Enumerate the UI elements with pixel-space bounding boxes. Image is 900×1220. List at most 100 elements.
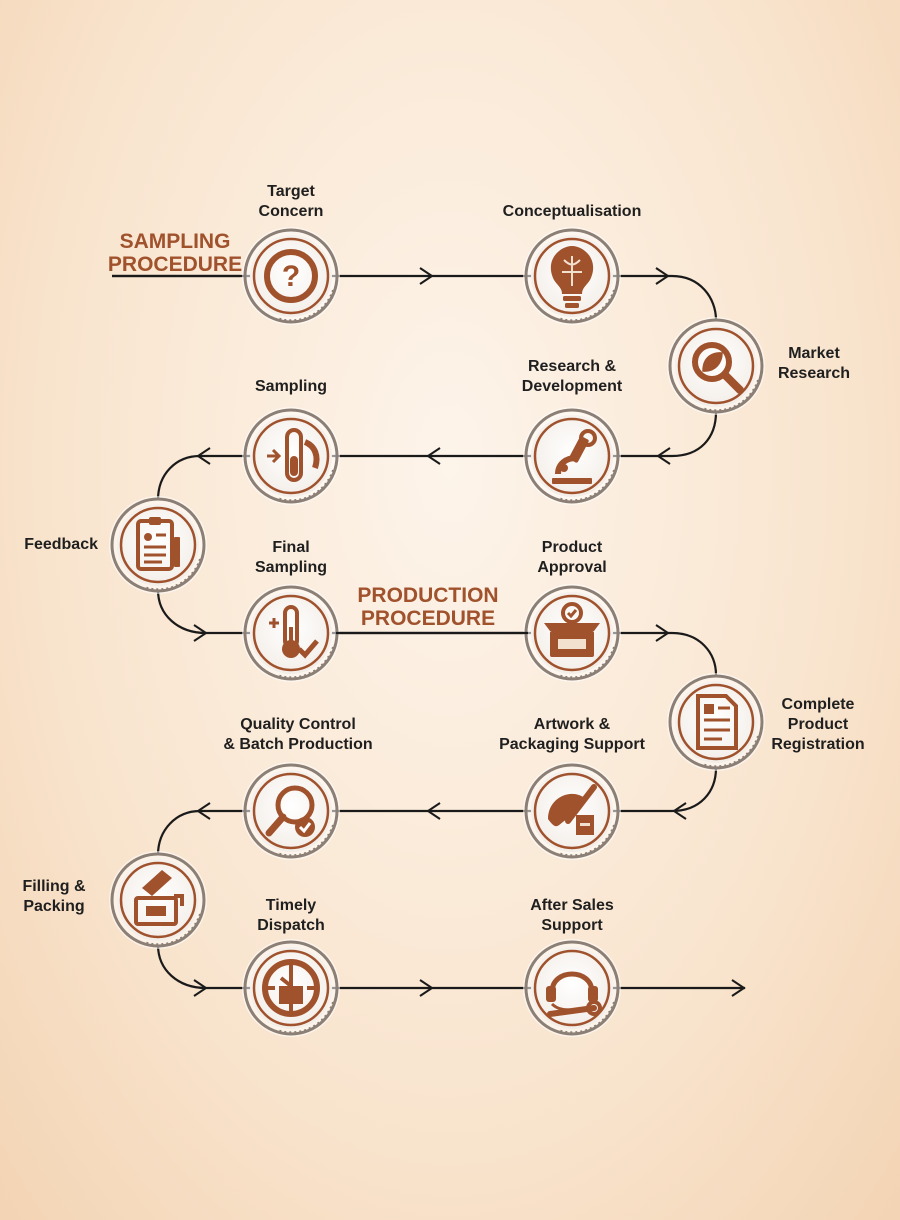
node-outer-ring xyxy=(243,228,339,324)
node-dash-arc xyxy=(701,735,759,768)
brain-bulb-icon xyxy=(550,246,594,308)
step-node-11 xyxy=(242,762,340,860)
node-inner-ring xyxy=(119,861,197,939)
step-node-13 xyxy=(242,939,340,1037)
step-node-7 xyxy=(242,584,340,682)
connector-row2 xyxy=(156,411,718,501)
headset-wrench-icon xyxy=(546,971,602,1017)
node-outer-ring xyxy=(243,940,339,1036)
node-dash-arc xyxy=(276,824,334,857)
node-dash-arc xyxy=(143,913,201,946)
arrow-right-icon xyxy=(731,979,746,997)
connector-row4 xyxy=(156,767,718,856)
question-icon: ? xyxy=(264,249,318,303)
step-label-sampling: Sampling xyxy=(254,378,328,395)
node-inner-ring xyxy=(533,772,611,850)
step-node-3 xyxy=(667,317,765,415)
step-node-14 xyxy=(523,939,621,1037)
leaf-magnifier-icon xyxy=(692,342,744,394)
node-disc xyxy=(117,504,199,586)
node-inner-ring xyxy=(252,594,330,672)
arrow-left-icon xyxy=(426,802,441,820)
node-dash-arc xyxy=(143,558,201,591)
node-disc xyxy=(250,770,332,852)
node-inner-ring xyxy=(252,417,330,495)
arrow-left-icon xyxy=(196,802,211,820)
step-label-product-approval: Product Approval xyxy=(537,539,607,576)
step-label-quality-control: Quality Control & Batch Production xyxy=(223,716,373,753)
arrow-right-icon xyxy=(419,979,434,997)
sampling-procedure-title: SAMPLING PROCEDURE xyxy=(107,230,243,276)
test-tube-icon xyxy=(267,428,320,482)
arrow-left-icon xyxy=(656,447,671,465)
step-node-5 xyxy=(242,407,340,505)
node-dash-arc xyxy=(557,289,615,322)
magnifier-check-icon xyxy=(265,785,315,837)
step-node-1: ? xyxy=(242,227,340,325)
thermometer-check-icon xyxy=(269,605,319,659)
node-dash-arc xyxy=(557,469,615,502)
node-dash-arc xyxy=(557,646,615,679)
node-inner-ring xyxy=(252,949,330,1027)
arrow-left-icon xyxy=(196,447,211,465)
node-inner-ring xyxy=(533,417,611,495)
node-outer-ring xyxy=(668,674,764,770)
step-node-8 xyxy=(523,584,621,682)
node-disc xyxy=(531,947,613,1029)
step-label-timely-dispatch: Timely Dispatch xyxy=(257,897,325,934)
node-outer-ring xyxy=(110,852,206,948)
step-label-conceptualisation: Conceptualisation xyxy=(502,203,642,220)
clock-box-icon xyxy=(262,959,320,1017)
node-dash-arc xyxy=(557,1001,615,1034)
node-inner-ring xyxy=(677,683,755,761)
node-outer-ring xyxy=(668,318,764,414)
node-dash-arc xyxy=(276,469,334,502)
arrow-left-icon xyxy=(426,447,441,465)
node-outer-ring xyxy=(524,940,620,1036)
node-outer-ring xyxy=(524,408,620,504)
step-node-4 xyxy=(523,407,621,505)
step-label-research-development: Research & Development xyxy=(521,358,623,395)
arrow-right-icon xyxy=(193,979,208,997)
step-label-feedback: Feedback xyxy=(24,536,98,553)
node-outer-ring xyxy=(524,763,620,859)
node-disc xyxy=(675,681,757,763)
node-outer-ring xyxy=(243,408,339,504)
node-dash-arc xyxy=(276,646,334,679)
brush-palette-icon xyxy=(548,784,597,835)
arrow-right-icon xyxy=(655,624,670,642)
node-disc xyxy=(250,235,332,317)
microscope-icon xyxy=(552,429,597,484)
node-inner-ring xyxy=(677,327,755,405)
step-node-10 xyxy=(523,762,621,860)
arrow-left-icon xyxy=(672,802,687,820)
clipboard-icon xyxy=(136,517,180,571)
step-node-6 xyxy=(109,496,207,594)
arrow-right-icon xyxy=(419,267,434,285)
node-outer-ring xyxy=(524,228,620,324)
node-inner-ring xyxy=(533,594,611,672)
node-outer-ring xyxy=(110,497,206,593)
svg-text:?: ? xyxy=(282,260,300,293)
node-dash-arc xyxy=(557,824,615,857)
step-label-filling-packing: Filling & Packing xyxy=(22,878,86,915)
node-inner-ring xyxy=(533,949,611,1027)
arrowheads xyxy=(193,267,746,997)
step-node-9 xyxy=(667,673,765,771)
step-label-product-registration: Complete Product Registration xyxy=(771,696,865,753)
arrow-right-icon xyxy=(193,624,208,642)
connector-row1 xyxy=(112,274,718,321)
node-inner-ring xyxy=(533,237,611,315)
node-outer-ring xyxy=(243,763,339,859)
step-label-final-sampling: Final Sampling xyxy=(254,539,328,576)
node-inner-ring xyxy=(252,237,330,315)
arrow-right-icon xyxy=(655,267,670,285)
node-inner-ring xyxy=(252,772,330,850)
node-dash-arc xyxy=(276,289,334,322)
bottle-fill-icon xyxy=(134,870,184,926)
step-node-12 xyxy=(109,851,207,949)
step-label-target-concern: Target Concern xyxy=(258,183,324,220)
node-dash-arc xyxy=(276,1001,334,1034)
production-procedure-title: PRODUCTION PROCEDURE xyxy=(357,584,499,630)
